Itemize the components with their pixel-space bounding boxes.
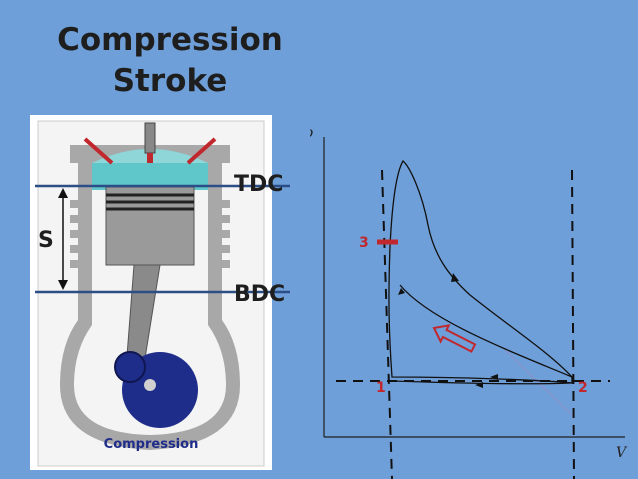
combustion-chamber bbox=[92, 163, 208, 190]
compression-curve bbox=[399, 284, 573, 378]
crank-pin bbox=[114, 351, 146, 383]
pv-diagram: p V 3 1 2 bbox=[310, 125, 628, 479]
title-line-1: Compression bbox=[57, 22, 283, 58]
engine-drawing: Compression bbox=[37, 120, 265, 467]
exhaust-valve bbox=[186, 137, 217, 165]
v-axis-label: V bbox=[616, 445, 628, 461]
crankcase bbox=[60, 313, 240, 450]
intake-valve bbox=[83, 137, 114, 165]
intake-curve bbox=[391, 380, 573, 385]
engine-caption: Compression bbox=[104, 437, 199, 452]
crank-shaft bbox=[144, 379, 156, 391]
title-line-2: Stroke bbox=[112, 63, 228, 99]
piston bbox=[105, 186, 195, 266]
point-2-label: 2 bbox=[578, 380, 588, 396]
stroke-length-label: S bbox=[38, 228, 54, 253]
bdc-label: BDC bbox=[234, 282, 286, 307]
compression-direction-arrow bbox=[432, 324, 477, 353]
cycle-curve bbox=[388, 159, 573, 384]
piston-rings bbox=[106, 193, 194, 211]
point-1-label: 1 bbox=[376, 380, 386, 396]
tdc-volume-line bbox=[381, 169, 393, 479]
tdc-label: TDC bbox=[234, 172, 284, 197]
spark-tip bbox=[147, 153, 153, 163]
bdc-volume-line bbox=[571, 169, 575, 479]
cylinder-walls bbox=[70, 163, 230, 313]
p-axis-label: p bbox=[310, 125, 313, 141]
point-3-label: 3 bbox=[359, 235, 369, 251]
stroke-arrow-up bbox=[58, 188, 68, 198]
stroke-markers bbox=[35, 184, 290, 294]
cycle-arrow-3 bbox=[490, 374, 498, 380]
cycle-arrow-4 bbox=[475, 382, 483, 388]
cycle-arrow-2 bbox=[398, 288, 405, 295]
stroke-arrow-down bbox=[58, 280, 68, 290]
cycle-arrow-1 bbox=[451, 273, 459, 282]
slide-title: Compression Stroke bbox=[40, 20, 300, 102]
guide-line bbox=[504, 349, 573, 416]
